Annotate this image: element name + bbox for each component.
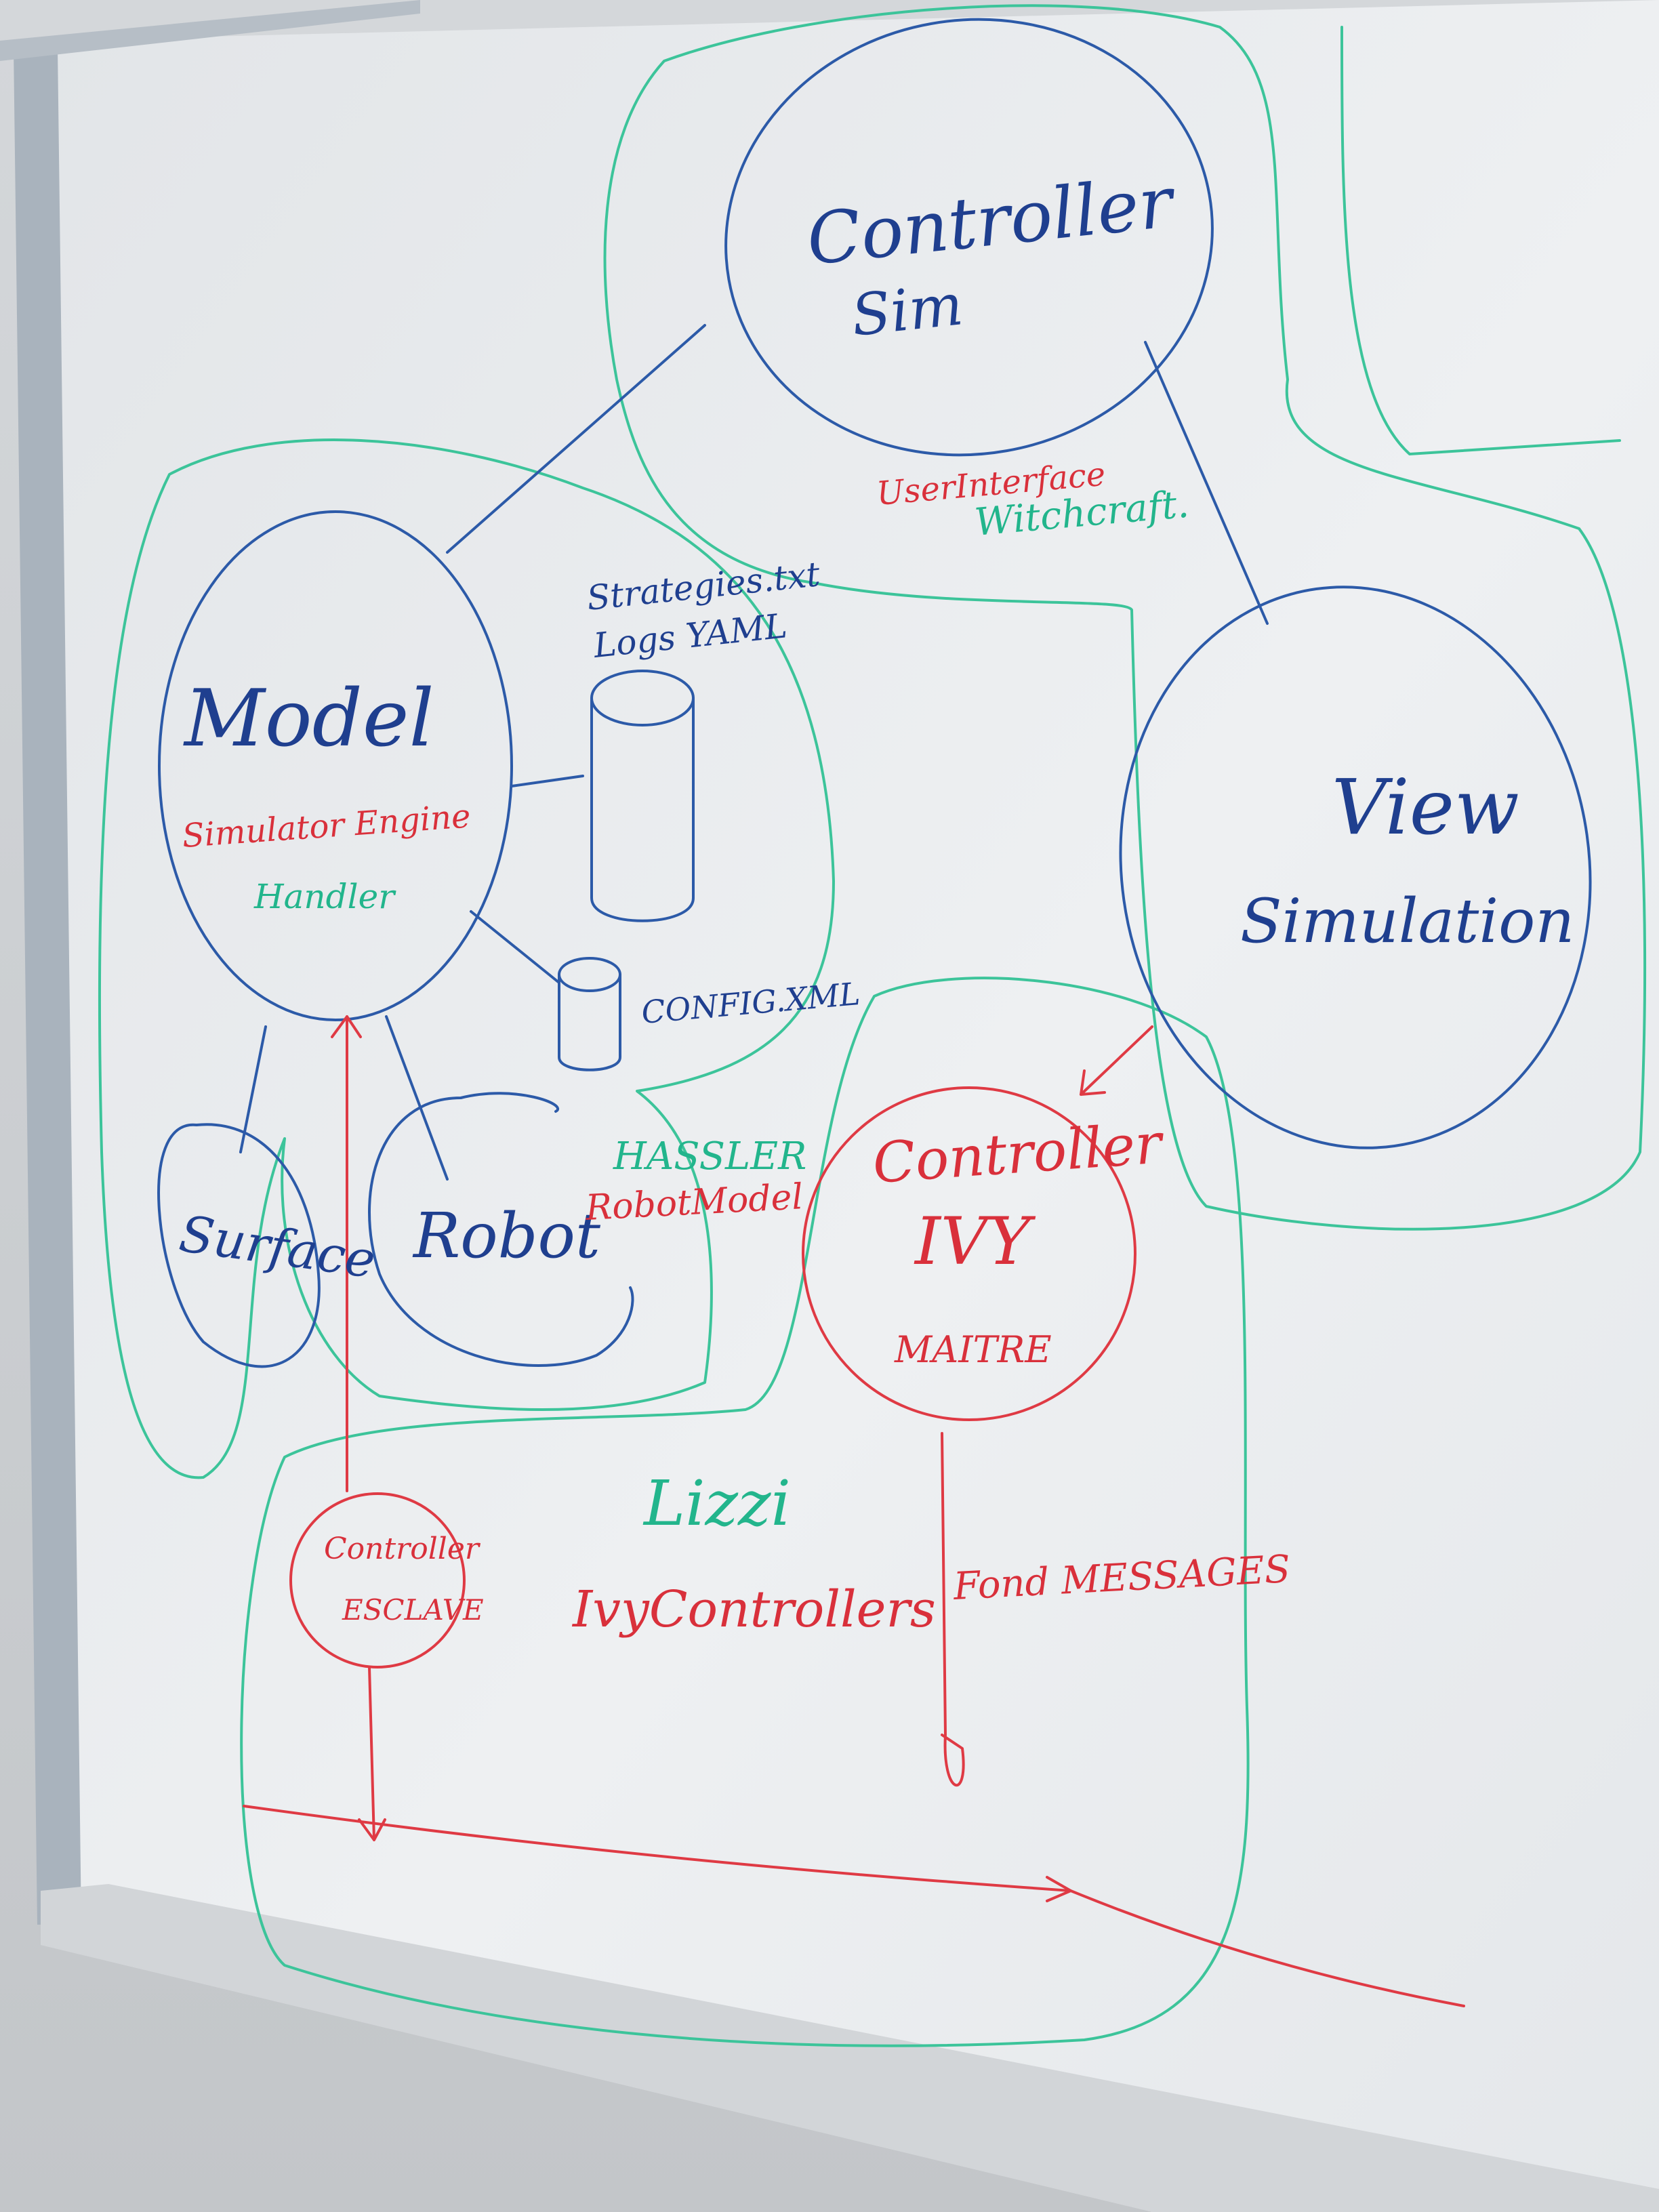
strategies-storage-icon xyxy=(590,670,695,922)
model-to-strategies-line xyxy=(510,775,584,787)
ivy-to-bus-arrow xyxy=(941,1432,965,1787)
whiteboard-surface xyxy=(47,0,1659,2212)
hassler-label: HASSLER xyxy=(613,1134,806,1179)
controller-ivy-role: MAITRE xyxy=(894,1328,1052,1371)
lizzi-label: Lizzi xyxy=(642,1467,791,1540)
view-to-ivy-arrow xyxy=(1080,1025,1153,1096)
controller-ivy-subtitle: IVY xyxy=(914,1204,1036,1279)
board-frame-left xyxy=(14,47,81,1925)
config-storage-icon xyxy=(558,957,621,1071)
controller-esclave-circle xyxy=(289,1492,466,1668)
robot-circle xyxy=(368,1092,634,1367)
controller-sim-subtitle: Sim xyxy=(848,271,966,349)
green-group-ivy xyxy=(240,977,1250,2047)
esclave-to-bus-arrow xyxy=(358,1666,386,1841)
message-bus-arrowhead xyxy=(1046,1876,1072,1902)
green-group-controller xyxy=(603,4,1647,1231)
green-group-model xyxy=(98,438,835,1479)
green-group-view-right xyxy=(1340,26,1621,455)
controller-sim-circle xyxy=(724,18,1214,457)
controller-to-view-line xyxy=(1144,341,1269,625)
model-circle xyxy=(158,510,513,1021)
model-to-controller-line xyxy=(446,324,706,554)
marker-tray xyxy=(41,1884,1659,2212)
board-frame-top xyxy=(0,0,420,61)
esclave-to-model-arrow xyxy=(331,1015,362,1492)
model-title: Model xyxy=(183,673,434,764)
controller-esclave-role: ESCLAVE xyxy=(342,1593,484,1626)
model-to-config-line xyxy=(470,910,560,984)
controller-esclave-title: Controller xyxy=(324,1532,481,1566)
view-subtitle: Simulation xyxy=(1240,886,1574,957)
view-simulation-circle xyxy=(1119,586,1592,1149)
ivy-controllers-label: IvyControllers xyxy=(571,1580,936,1639)
model-to-robot-line xyxy=(385,1015,449,1181)
message-bus-line xyxy=(243,1805,1465,2007)
model-to-surface-line xyxy=(239,1025,267,1153)
robot-title: Robot xyxy=(412,1200,601,1272)
handler-label: Handler xyxy=(253,877,396,916)
controller-ivy-circle xyxy=(802,1086,1136,1421)
view-title: View xyxy=(1332,764,1519,852)
surface-circle xyxy=(157,1123,321,1368)
